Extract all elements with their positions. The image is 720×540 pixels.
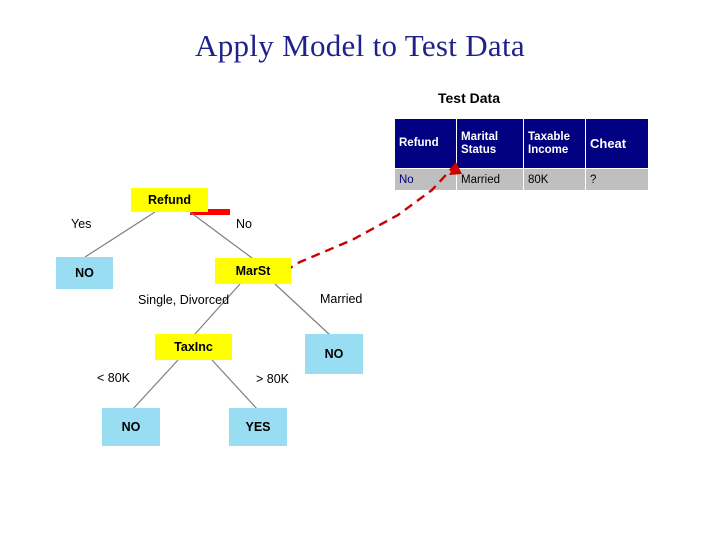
node-marst[interactable]: MarSt — [215, 258, 291, 284]
test-data-table: Refund Marital Status Taxable Income Che… — [394, 118, 649, 191]
edge-marst-single-divorced — [194, 283, 241, 335]
table-header-row: Refund Marital Status Taxable Income Che… — [394, 118, 649, 169]
node-label: NO — [121, 420, 141, 434]
node-label: NO — [324, 347, 344, 361]
table-header-marital-status: Marital Status — [456, 118, 524, 169]
page-title: Apply Model to Test Data — [195, 28, 525, 63]
node-refund[interactable]: Refund — [131, 188, 208, 212]
header-line: Refund — [399, 137, 439, 149]
edge-label-yes: Yes — [71, 217, 92, 231]
header-line: Taxable — [528, 130, 570, 143]
node-label: Refund — [147, 193, 192, 207]
edge-label-lt80k: < 80K — [97, 371, 131, 385]
edge-refund-yes — [84, 211, 156, 258]
table-header-refund: Refund — [394, 118, 457, 169]
edge-taxinc-lt80k — [131, 359, 179, 411]
node-label: MarSt — [235, 264, 271, 278]
header-line: Status — [461, 143, 497, 156]
table-header-cheat: Cheat — [585, 118, 649, 169]
cell-taxable-income: 80K — [523, 168, 586, 191]
node-label: TaxInc — [174, 340, 213, 354]
header-line: Income — [528, 143, 569, 156]
node-no-1[interactable]: NO — [56, 257, 113, 289]
header-line: Marital — [461, 130, 499, 143]
node-no-3[interactable]: NO — [102, 408, 160, 446]
header-line: Cheat — [590, 136, 627, 151]
edge-label-single-divorced: Single, Divorced — [138, 293, 230, 307]
node-taxinc[interactable]: TaxInc — [155, 334, 232, 360]
node-yes-1[interactable]: YES — [229, 408, 287, 446]
test-data-label: Test Data — [438, 90, 500, 106]
table-header-taxable-income: Taxable Income — [523, 118, 586, 169]
node-label: NO — [75, 266, 94, 280]
cell-refund: No — [394, 168, 457, 191]
node-label: YES — [245, 420, 271, 434]
cell-marital-status: Married — [456, 168, 524, 191]
edge-taxinc-gt80k — [211, 359, 259, 411]
edge-label-gt80k: > 80K — [256, 372, 290, 386]
cell-cheat: ? — [585, 168, 649, 191]
edge-label-no: No — [236, 217, 252, 231]
table-row: No Married 80K ? — [394, 168, 649, 191]
node-no-2[interactable]: NO — [305, 334, 363, 374]
edge-label-married: Married — [320, 292, 363, 306]
